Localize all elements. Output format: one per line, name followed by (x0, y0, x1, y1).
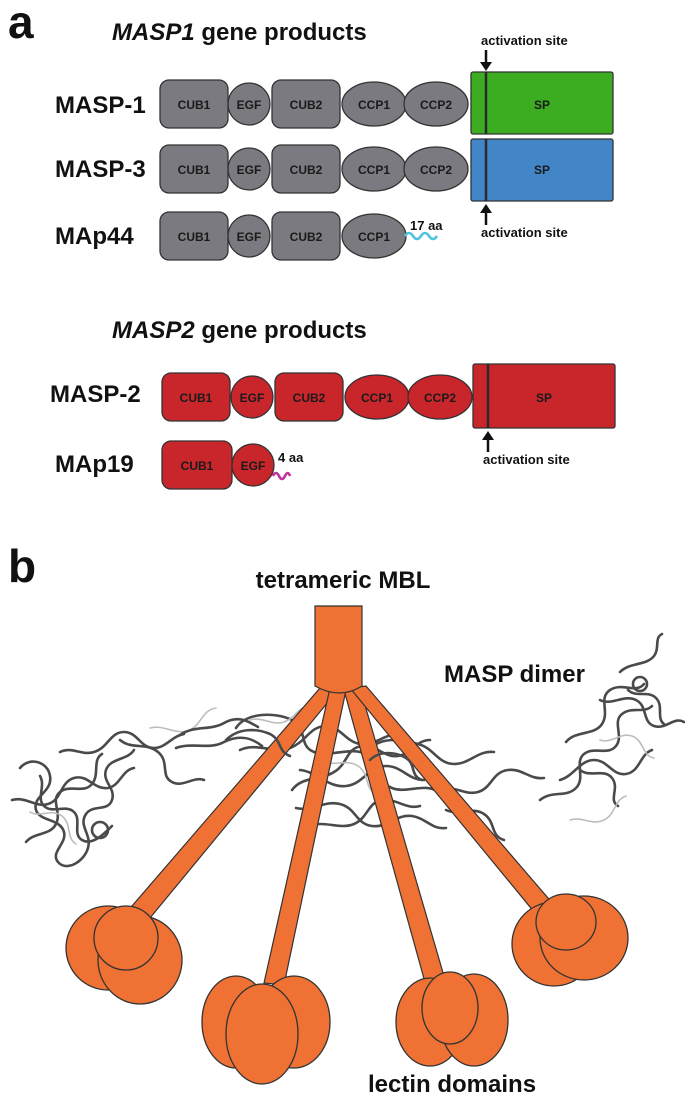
mbl-tetramer (65, 605, 629, 1085)
masp2-ccp2-text: CCP2 (424, 391, 456, 405)
masp2-ccp2-domain (407, 374, 473, 420)
masp2-cub1-text: CUB1 (180, 391, 213, 405)
activation-arrow-middle (480, 204, 492, 225)
right-lobe-loop (631, 675, 649, 693)
panel-b-letter: b (8, 540, 36, 592)
masp1-ccp1-text: CCP1 (358, 98, 390, 112)
map19-egf-text: EGF (241, 459, 266, 473)
lectin-domains-label: lectin domains (368, 1071, 536, 1094)
overlay-structure-left (224, 728, 292, 758)
mbl-central-stalk (314, 605, 363, 694)
masp2-title-rest: gene products (195, 317, 367, 344)
protein-label-masp3: MASP-3 (55, 156, 146, 183)
mbl-arm-2 (263, 687, 347, 986)
masp1-domains: CUB1 EGF CUB2 CCP1 CCP2 SP (159, 71, 614, 135)
map44-ccp1-text: CCP1 (358, 230, 390, 244)
map19-cub1-text: CUB1 (181, 459, 214, 473)
masp3-sp-text: SP (534, 163, 550, 177)
masp2-ccp1-text: CCP1 (361, 391, 393, 405)
masp2-gene-name: MASP2 (112, 317, 195, 344)
masp3-cub1-text: CUB1 (178, 163, 211, 177)
activation-arrow-top (480, 50, 492, 71)
masp2-domains: CUB1 EGF CUB2 CCP1 CCP2 SP (161, 363, 616, 429)
masp1-section-title: MASP1 gene products (112, 19, 367, 46)
masp1-cub2-domain (271, 79, 341, 129)
masp1-cub1-text: CUB1 (178, 98, 211, 112)
masp1-egf-domain (227, 82, 271, 126)
masp3-domains: CUB1 EGF CUB2 CCP1 CCP2 SP (159, 138, 614, 202)
left-lobe-loop (90, 820, 110, 840)
masp3-sp-domain (470, 138, 614, 202)
map44-domains: CUB1 EGF CUB2 CCP1 17 aa (159, 211, 443, 261)
activation-site-label-middle: activation site (481, 225, 568, 240)
masp3-ccp2-text: CCP2 (420, 163, 452, 177)
masp3-cub2-text: CUB2 (290, 163, 323, 177)
lectin-head-1 (65, 905, 183, 1005)
map19-domains: CUB1 EGF 4 aa (161, 440, 304, 490)
masp1-sp-domain (470, 71, 614, 135)
map44-tail-label: 17 aa (410, 218, 443, 233)
masp3-cub2-domain (271, 144, 341, 194)
masp3-ccp2-domain (403, 146, 469, 192)
map44-cub2-domain (271, 211, 341, 261)
protein-label-map44: MAp44 (55, 223, 134, 250)
masp1-egf-text: EGF (237, 98, 262, 112)
map44-cyan-tail (403, 231, 439, 241)
map44-egf-text: EGF (237, 230, 262, 244)
masp2-sp-text: SP (536, 391, 552, 405)
map19-magenta-tail (271, 471, 292, 481)
masp2-section-title: MASP2 gene products (112, 317, 367, 344)
masp2-egf-domain (230, 375, 274, 419)
lectin-head-4 (511, 893, 629, 987)
map44-egf-domain (227, 214, 271, 258)
map44-cub1-text: CUB1 (178, 230, 211, 244)
masp3-egf-text: EGF (237, 163, 262, 177)
activation-site-label-top: activation site (481, 33, 568, 48)
masp1-gene-name: MASP1 (112, 19, 195, 46)
activation-arrow-bottom (482, 431, 494, 452)
masp1-ccp2-text: CCP2 (420, 98, 452, 112)
masp1-cub2-text: CUB2 (290, 98, 323, 112)
masp3-ccp1-text: CCP1 (358, 163, 390, 177)
activation-site-label-bottom: activation site (483, 452, 570, 467)
lectin-head-3 (395, 971, 509, 1067)
overlay-structure-right (368, 751, 424, 782)
masp2-egf-text: EGF (240, 391, 265, 405)
masp2-cub2-text: CUB2 (293, 391, 326, 405)
masp2-sp-domain (472, 363, 616, 429)
masp2-cub2-domain (274, 372, 344, 422)
lectin-head-2 (201, 975, 331, 1085)
protein-label-masp2: MASP-2 (50, 381, 141, 408)
mbl-label: tetrameric MBL (256, 567, 431, 594)
masp3-egf-domain (227, 147, 271, 191)
protein-label-map19: MAp19 (55, 451, 134, 478)
protein-label-masp1: MASP-1 (55, 92, 146, 119)
masp-dimer-label: MASP dimer (444, 661, 585, 688)
map19-egf-domain (231, 443, 275, 487)
masp1-sp-text: SP (534, 98, 550, 112)
map44-cub2-text: CUB2 (290, 230, 323, 244)
masp2-cub1-domain (161, 372, 231, 422)
map19-tail-label: 4 aa (278, 450, 304, 465)
panel-a-letter: a (8, 0, 34, 48)
masp1-title-rest: gene products (195, 19, 367, 46)
masp1-ccp2-domain (403, 81, 469, 127)
